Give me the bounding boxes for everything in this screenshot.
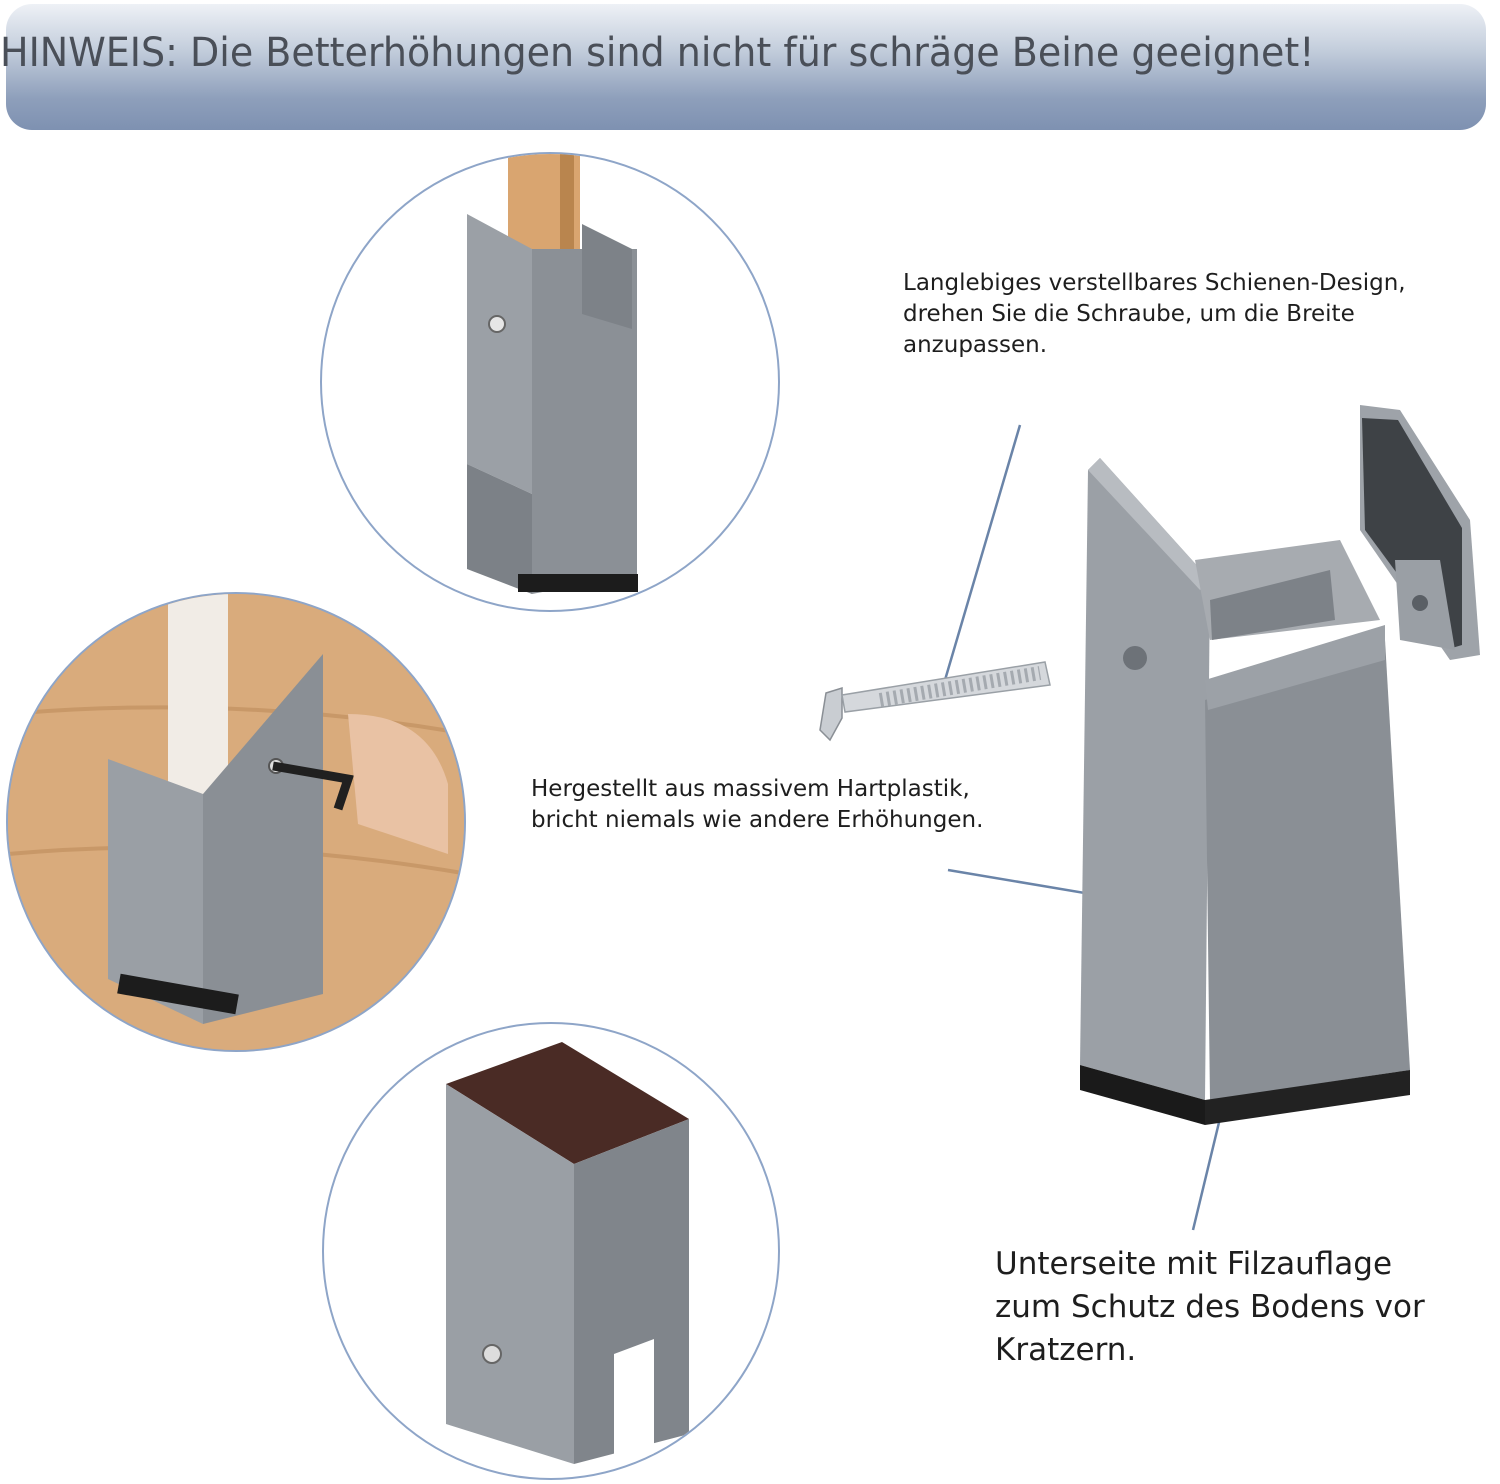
callout-line-rail (943, 424, 1022, 681)
photo-circle-felt-underside (322, 1022, 780, 1480)
callout-felt-pad: Unterseite mit Filzauflage zum Schutz de… (995, 1246, 1425, 1368)
note-banner-text: HINWEIS: Die Betterhöhungen sind nicht f… (0, 30, 1315, 76)
callout-rail-design: Langlebiges verstellbares Schienen-Desig… (903, 270, 1406, 358)
rail-slider (1360, 405, 1480, 660)
screw-icon (819, 661, 1051, 742)
callout-hard-plastic: Hergestellt aus massivem Hartplastik, br… (531, 776, 984, 833)
photo-circle-square-leg (6, 592, 466, 1052)
photo-circle-round-leg (320, 152, 780, 612)
round-leg-riser-illustration (467, 154, 638, 594)
callout-line-felt (1191, 1109, 1224, 1231)
square-leg-riser-illustration (8, 594, 464, 1050)
felt-underside-illustration (446, 1042, 689, 1464)
riser-body (1080, 458, 1410, 1125)
callout-line-plastic (947, 868, 1157, 907)
note-banner (6, 4, 1486, 130)
